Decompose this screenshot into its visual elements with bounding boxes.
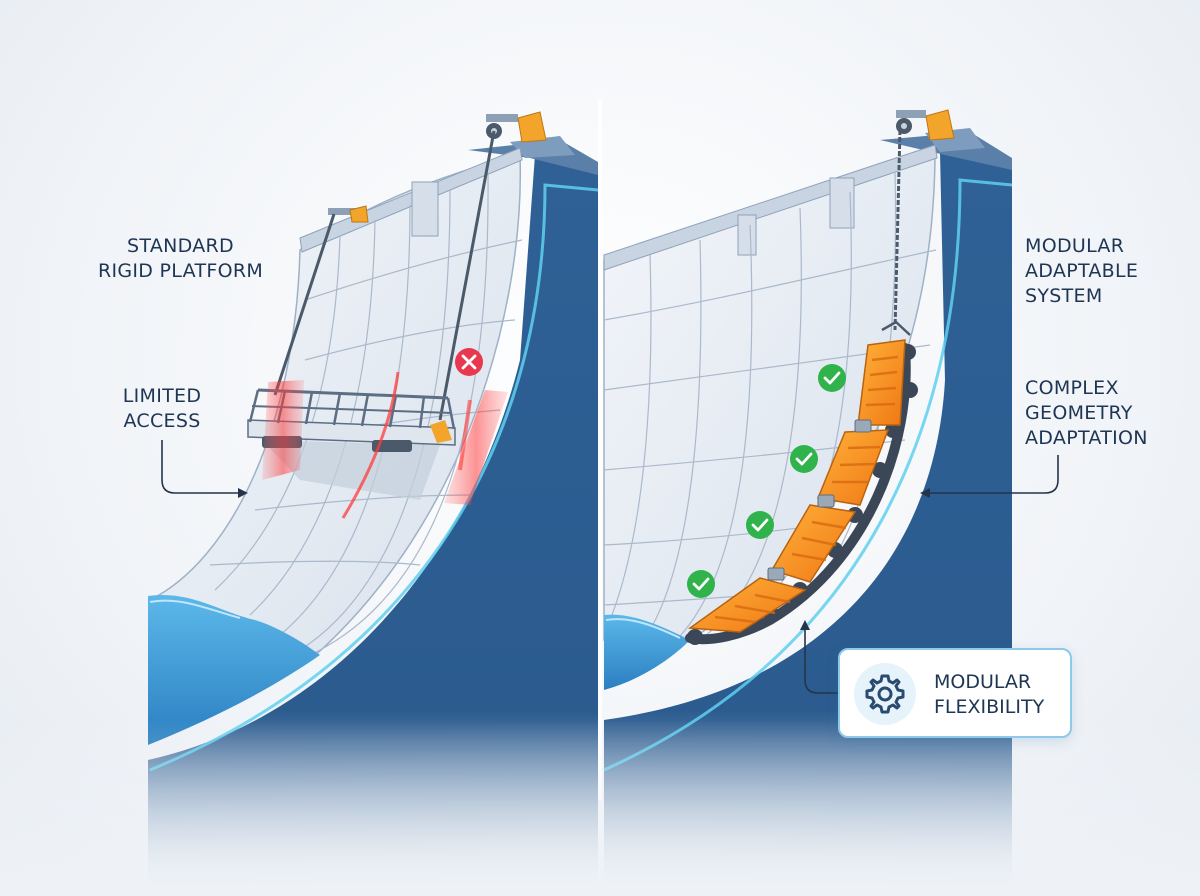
modular-flexibility-label: MODULAR FLEXIBILITY [934, 671, 1045, 718]
x-icon [455, 348, 483, 376]
flexibility-arrow [804, 630, 838, 694]
geometry-adaptation-arrowhead [920, 488, 930, 498]
check-icon [687, 364, 846, 598]
left-dam [148, 136, 599, 896]
modular-flexibility-callout: MODULAR FLEXIBILITY [838, 648, 1072, 738]
geometry-adaptation-arrow [930, 455, 1059, 494]
flexibility-arrowhead [800, 620, 810, 630]
right-crane [881, 109, 955, 336]
limited-access-arrowhead [238, 488, 248, 498]
right-panel-title: MODULAR ADAPTABLE SYSTEM [1025, 235, 1139, 307]
collision-highlights [262, 371, 508, 519]
left-crane [273, 111, 547, 421]
left-panel-title: STANDARD RIGID PLATFORM [97, 235, 264, 282]
limited-access-arrow [161, 440, 238, 494]
gear-icon [854, 663, 916, 725]
geometry-adaptation-label: COMPLEX GEOMETRY ADAPTATION [1025, 377, 1148, 449]
limited-access-label: LIMITED ACCESS [122, 385, 202, 432]
bottom-fade [0, 720, 1200, 896]
modular-platform [685, 339, 918, 645]
